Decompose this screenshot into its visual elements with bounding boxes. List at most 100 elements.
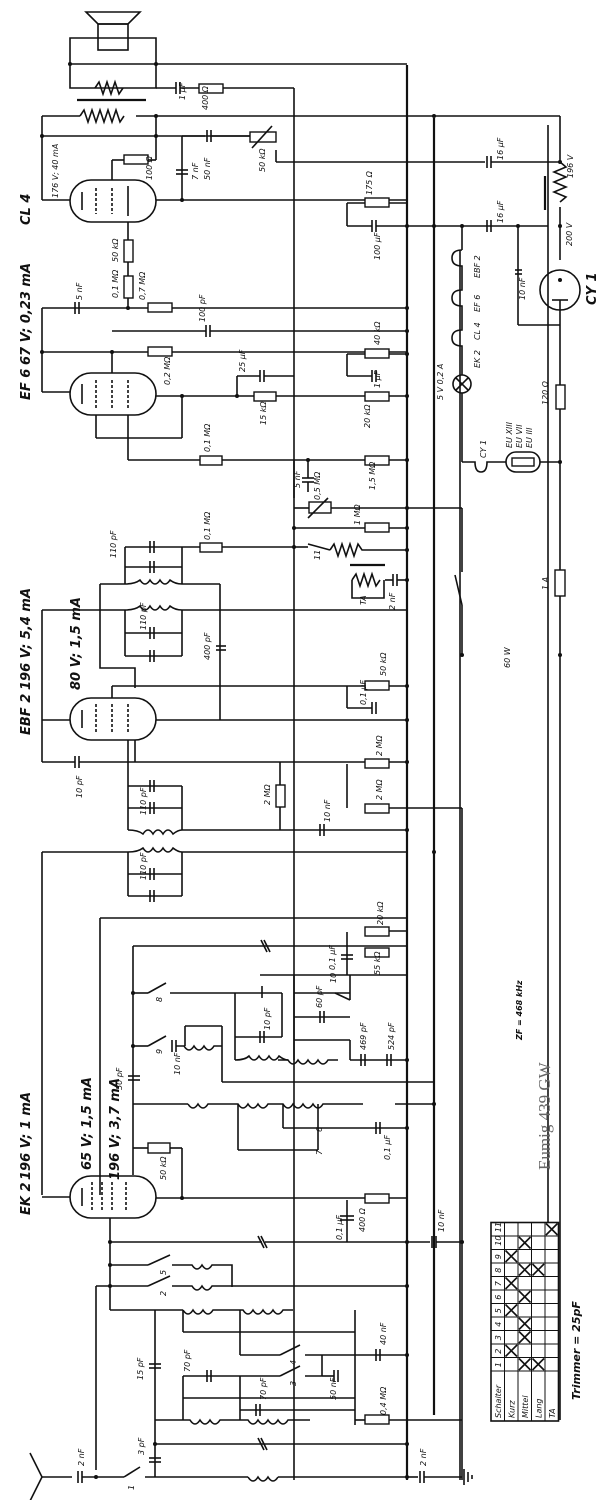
label-sw7: 7	[315, 1149, 324, 1155]
label-sw8: 8	[155, 997, 164, 1002]
tube-op-ebf2: 196 V; 5,4 mA	[19, 588, 34, 690]
label-01m-c: 0,1 MΩ	[203, 511, 212, 540]
power-rating: 60 W	[503, 646, 512, 668]
tube-ebf2	[41, 541, 409, 768]
secondary-winding	[94, 79, 124, 97]
tube-ef6	[40, 302, 409, 466]
switch-closed-mark	[531, 1263, 545, 1277]
label-2nf-ant: 2 nF	[77, 1448, 86, 1466]
label-400pf: 400 pF	[203, 632, 212, 660]
label-10nf-c: 10 nF	[437, 1209, 446, 1232]
diagram-title: Eumig 439 GW	[535, 1061, 554, 1170]
trimmer-note: Trimmer = 25pF	[570, 1301, 583, 1400]
label-10pf-b: 10 pF	[263, 1007, 272, 1030]
barretter-eu13: EU XIII	[505, 421, 514, 448]
tube-label-cy1: CY 1	[585, 272, 600, 305]
tube-label-ef6: EF 6	[19, 369, 34, 400]
switch-table-column-number: 7	[494, 1280, 503, 1286]
switch-closed-mark	[518, 1263, 532, 1277]
voltage-200: 200 V	[565, 222, 574, 246]
label-sw9: 9	[155, 1049, 164, 1054]
label-110pf-d: 110 pF	[139, 852, 148, 880]
label-3pf: 3 pF	[137, 1437, 146, 1455]
label-50k-ek2: 50 kΩ	[159, 1156, 168, 1180]
label-01uf-c: 0,1 µF	[328, 945, 337, 970]
label-1uf: 1 µF	[178, 82, 187, 100]
pilot-lamp-label: 5 V 0,2 A	[436, 364, 445, 400]
label-1uf-b: 1 µF	[373, 370, 382, 388]
heater-filaments	[451, 249, 463, 375]
label-01-ebf: 0,1 µF	[359, 680, 368, 705]
switch-table-column-number: 3	[494, 1335, 503, 1340]
switch-closed-mark	[531, 1357, 545, 1371]
label-sw2: 2	[159, 1291, 168, 1296]
switch-closed-mark	[504, 1344, 518, 1358]
label-1m: 1 MΩ	[353, 503, 362, 525]
tube-label-cl4: CL 4	[19, 194, 34, 225]
label-100pf: 100 pF	[198, 294, 207, 322]
label-2nf-gnd: 2 nF	[419, 1448, 428, 1466]
switch-closed-mark	[504, 1276, 518, 1290]
heater-cl4: CL 4	[473, 322, 482, 340]
tube-cl4	[42, 116, 407, 308]
label-sw10: 10	[329, 973, 338, 983]
tube-label-ek2: EK 2	[19, 1182, 34, 1215]
label-60pf: 60 pF	[315, 985, 324, 1008]
label-15m: 1,5 MΩ	[368, 461, 377, 490]
label-01m-b: 0,1 MΩ	[203, 423, 212, 452]
label-01m: 0,1 MΩ	[111, 269, 120, 298]
label-2m-c: 2 MΩ	[375, 778, 384, 800]
fuse-label: 1 A	[541, 577, 550, 590]
label-50k: 50 kΩ	[111, 238, 120, 262]
switch-11	[307, 543, 331, 551]
resistor-120	[555, 384, 566, 410]
label-2m-b: 2 MΩ	[375, 734, 384, 756]
label-50nf-b: 50 nF	[329, 1377, 338, 1400]
label-10nf: 10 nF	[323, 799, 332, 822]
label-524pf: 524 pF	[387, 1022, 396, 1050]
switch-table-frame	[490, 1221, 560, 1422]
switch-closed-mark	[518, 1236, 532, 1250]
tube-op-ek2: 196 V; 1 mA	[19, 1092, 34, 1180]
switch-table-column-number: 4	[494, 1322, 503, 1327]
label-55k: 55 kΩ	[373, 951, 382, 975]
label-04m: 0,4 MΩ	[379, 1386, 388, 1415]
label-05m: 0,5 MΩ	[313, 471, 322, 500]
heater-cy1: CY 1	[479, 440, 488, 458]
label-400-b: 400 Ω	[358, 1207, 367, 1232]
switch-table-row-label: Mittel	[521, 1395, 530, 1418]
label-02m: 0,2 MΩ	[163, 356, 172, 385]
switch-table-row-label: TA	[548, 1408, 557, 1418]
switch-table-column-number: 8	[494, 1268, 503, 1273]
label-01uf-e: 0,1 µF	[335, 1215, 344, 1240]
label-100: 100 Ω	[145, 155, 154, 180]
speaker-icon	[84, 11, 142, 25]
switch-table-row-label: Kurz	[508, 1400, 517, 1418]
voltage-196: 196 V	[566, 154, 575, 178]
rf-input	[29, 1193, 473, 1500]
switch-table-row-label: Lang	[535, 1398, 544, 1418]
cap-16uf-a: 16 µF	[496, 137, 505, 160]
label-10pf: 10 pF	[75, 775, 84, 798]
switch-closed-mark	[518, 1357, 532, 1371]
switch-closed-mark	[545, 1222, 559, 1236]
if-section-1	[41, 758, 463, 1480]
label-20k-b: 20 kΩ	[376, 901, 385, 925]
label-5nf-b: 5 nF	[293, 470, 302, 488]
barretter-eu7: EU VII	[515, 424, 524, 448]
label-110pf-b: 110 pF	[139, 602, 148, 630]
label-110pf-c: 110 pF	[139, 787, 148, 815]
switch-table-column-number: 10	[494, 1236, 503, 1246]
speaker-magnet	[97, 23, 129, 51]
label-15k: 15 kΩ	[259, 401, 268, 425]
switch-table-column-number: 5	[494, 1308, 503, 1313]
volume-potentiometer	[308, 501, 332, 514]
heater-ef6: EF 6	[473, 295, 482, 312]
label-110pf-a: 110 pF	[109, 530, 118, 558]
filter-choke	[551, 161, 569, 203]
label-01uf-d: 0,1 µF	[383, 1135, 392, 1160]
tube-op-cl4: 176 V; 40 mA	[51, 144, 60, 198]
label-sw5: 5	[159, 1270, 168, 1275]
